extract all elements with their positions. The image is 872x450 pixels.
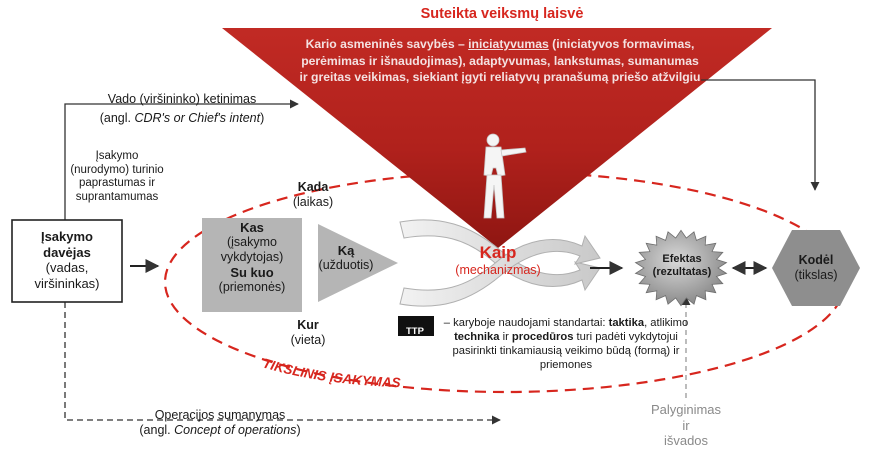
simplicity-line3: paprastumas ir: [78, 177, 156, 189]
intent-suffix: ): [260, 111, 265, 125]
intent-label-line2: (angl. CDR's or Chief's intent): [62, 111, 302, 126]
ttp-bold-1: taktika: [608, 317, 645, 329]
concept-prefix: (angl.: [139, 423, 175, 437]
triangle-text-part1: Kario asmeninės savybės –: [305, 37, 469, 51]
mechanism-title: Kaip: [479, 243, 517, 262]
order-giver-box: [11, 219, 123, 303]
purpose-hexagon: [772, 230, 860, 306]
effect-title: Efektas: [662, 253, 702, 265]
who-sub-line2: vykdytojas): [220, 250, 284, 264]
ttp-text-4: turi padėti vykdytojui pasirinkti tinkam…: [452, 331, 680, 371]
purpose-sub: (tikslas): [794, 268, 838, 282]
ttp-text-1: – karyboje naudojami standartai:: [443, 317, 609, 329]
when-label: Kada (laikas): [273, 180, 353, 210]
where-sub: (vieta): [290, 333, 326, 347]
when-sub: (laikas): [292, 195, 334, 209]
concept-italic: Concept of operations: [174, 423, 297, 437]
mission-label: TIKSLINIS ĮSAKYMAS: [261, 355, 401, 390]
intent-line1: Vado (viršininko) ketinimas: [107, 92, 257, 106]
comparison-line3: išvados: [663, 433, 709, 448]
ttp-text-3: ir: [499, 331, 512, 343]
simplicity-line4: suprantamumas: [75, 190, 159, 203]
mechanism-label: Kaip (mechanizmas): [432, 243, 564, 278]
effect-starburst: [634, 229, 728, 307]
who-sub-line1: (įsakymo: [226, 235, 277, 249]
ttp-text-2: , atlikimo: [644, 317, 689, 329]
ttp-bold-3: procedūros: [511, 331, 574, 343]
with-what-title: Su kuo: [230, 265, 274, 280]
triangle-text: Kario asmeninės savybės – iniciatyvumas …: [298, 36, 702, 86]
simplicity-label: Įsakymo (nurodymo) turinio paprastumas i…: [62, 150, 172, 204]
effect-label: Efektas (rezultatas): [632, 253, 732, 279]
task-label: Ką (užduotis): [306, 243, 386, 273]
task-title: Ką: [337, 243, 355, 258]
who-with-what-box: [202, 218, 302, 312]
task-sub: (užduotis): [318, 258, 374, 272]
freedom-title: Suteikta veiksmų laisvė: [420, 6, 584, 22]
when-title: Kada: [297, 180, 329, 194]
concept-suffix: ): [296, 423, 301, 437]
triangle-to-purpose-arrow: [701, 79, 820, 191]
comparison-label: Palyginimas ir išvados: [626, 402, 746, 449]
who-label: Kas (įsakymo vykdytojas) Su kuo (priemon…: [202, 220, 302, 295]
intent-arrow: [64, 99, 299, 220]
simplicity-line2: (nurodymo) turinio: [70, 163, 164, 176]
effect-sub: (rezultatas): [652, 266, 712, 278]
giver-title-line2: davėjas: [43, 244, 91, 260]
simplicity-line1: Įsakymo: [95, 150, 139, 162]
ttp-badge-label: TTP: [406, 326, 425, 337]
where-label: Kur (vieta): [268, 318, 348, 348]
order-giver: Įsakymo davėjas (vadas, viršininkas): [12, 229, 122, 291]
task-triangle: [318, 224, 398, 302]
giver-subtitle-line1: (vadas,: [45, 260, 89, 275]
ttp-bold-2: technika: [454, 331, 500, 343]
purpose-title: Kodėl: [798, 253, 834, 267]
ttp-badge: [398, 316, 434, 336]
intent-label: Vado (viršininko) ketinimas: [62, 92, 302, 107]
giver-subtitle-line2: viršininkas): [34, 275, 100, 291]
who-title: Kas: [240, 220, 264, 235]
concept-label: Operacijos sumanymas (angl. Concept of o…: [90, 408, 350, 438]
where-title: Kur: [297, 318, 319, 332]
mechanism-swoosh: [399, 219, 601, 307]
soldier-icon: [483, 133, 527, 219]
intent-prefix: (angl.: [99, 111, 135, 125]
mechanism-sub: (mechanizmas): [455, 263, 541, 277]
triangle-text-part2: (iniciatyvos formavimas, perėmimas ir iš…: [299, 37, 701, 84]
triangle-text-highlight: iniciatyvumas: [468, 37, 549, 51]
comparison-line2: ir: [682, 417, 690, 433]
purpose-label: Kodėl (tikslas): [772, 253, 860, 283]
comparison-line1: Palyginimas: [650, 402, 722, 417]
concept-line1: Operacijos sumanymas: [154, 408, 286, 422]
intent-italic: CDR's or Chief's intent: [134, 111, 261, 125]
ttp-description: – karyboje naudojami standartai: taktika…: [434, 316, 698, 372]
giver-title-line1: Įsakymo: [40, 229, 94, 244]
with-what-sub: (priemonės): [218, 280, 286, 294]
